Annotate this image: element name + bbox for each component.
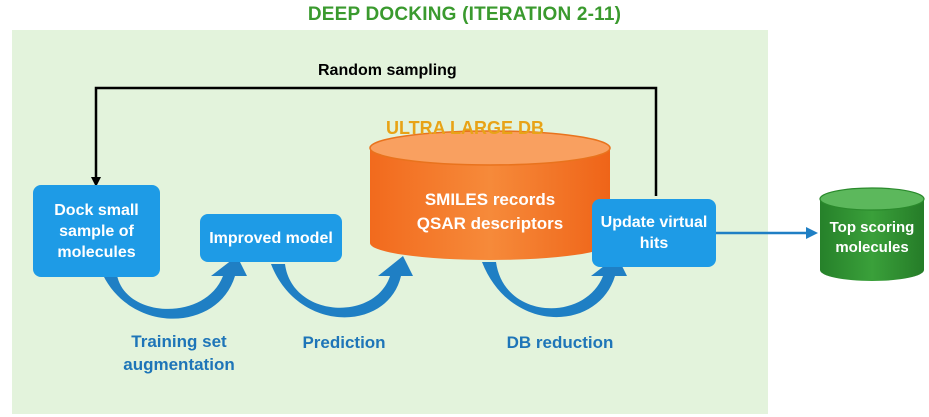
- top-scoring-label: Top scoring molecules: [829, 219, 915, 256]
- db-contents: SMILES records QSAR descriptors: [416, 190, 564, 233]
- training-augmentation-arrow: [103, 256, 247, 319]
- random-sampling-loop-arrow: [91, 86, 658, 196]
- update-virtual-hits-step: Update virtual hits: [592, 199, 716, 267]
- top-scoring-cylinder: [819, 187, 925, 281]
- diagram-title: DEEP DOCKING (ITERATION 2-11): [307, 4, 622, 25]
- random-sampling-label: Random sampling: [318, 62, 457, 79]
- training-augmentation-label: Training set augmentation: [123, 332, 235, 374]
- db-reduction-label: DB reduction: [506, 333, 614, 352]
- improved-model-step: Improved model: [200, 214, 342, 262]
- prediction-label: Prediction: [302, 333, 386, 352]
- db-reduction-arrow: [482, 256, 627, 318]
- db-heading: ULTRA LARGE DB: [386, 118, 544, 138]
- dock-sample-step: Dock small sample of molecules: [33, 185, 160, 277]
- ultra-large-db-cylinder: [369, 130, 611, 260]
- prediction-arrow: [271, 256, 413, 318]
